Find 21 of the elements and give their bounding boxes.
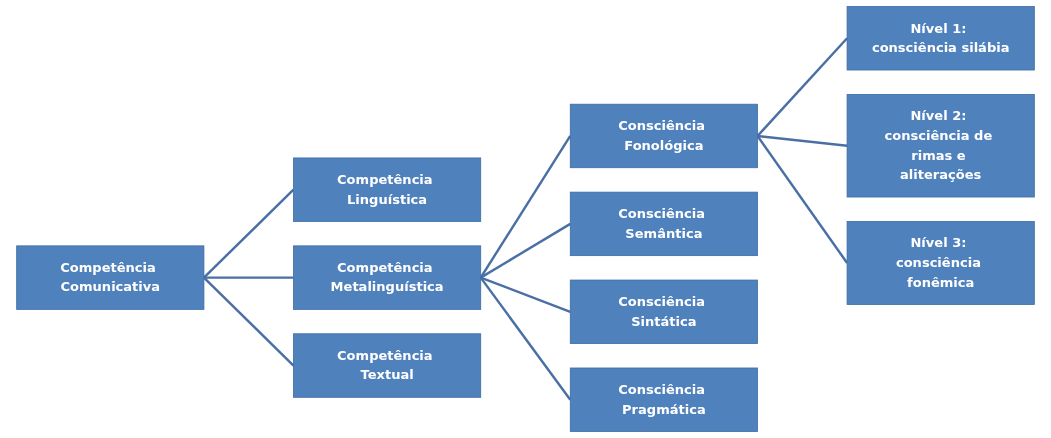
node-box: Nível 1: consciência silábia [846, 6, 1035, 71]
connector [480, 222, 571, 279]
connector [757, 134, 848, 147]
node-box: Competência Textual [293, 333, 482, 398]
node-box: Consciência Semântica [569, 191, 758, 257]
connector [756, 37, 848, 137]
connector [480, 276, 571, 313]
connector [756, 135, 849, 264]
connector [203, 276, 294, 279]
node-box: Nível 2: consciência de rimas e aliterações [846, 94, 1035, 198]
node-box: Consciência Fonológica [569, 103, 758, 169]
connector [479, 276, 572, 401]
connector [203, 188, 295, 279]
connector [479, 135, 572, 279]
node-box: Nível 3: consciência fonêmica [846, 221, 1035, 305]
connector [203, 276, 295, 367]
node-box: Consciência Pragmática [569, 367, 758, 432]
node-box: Competência Comunicativa [16, 245, 205, 310]
node-box: Competência Metalinguística [293, 245, 482, 310]
node-box: Consciência Sintática [569, 279, 758, 344]
node-box: Competência Linguística [293, 157, 482, 222]
